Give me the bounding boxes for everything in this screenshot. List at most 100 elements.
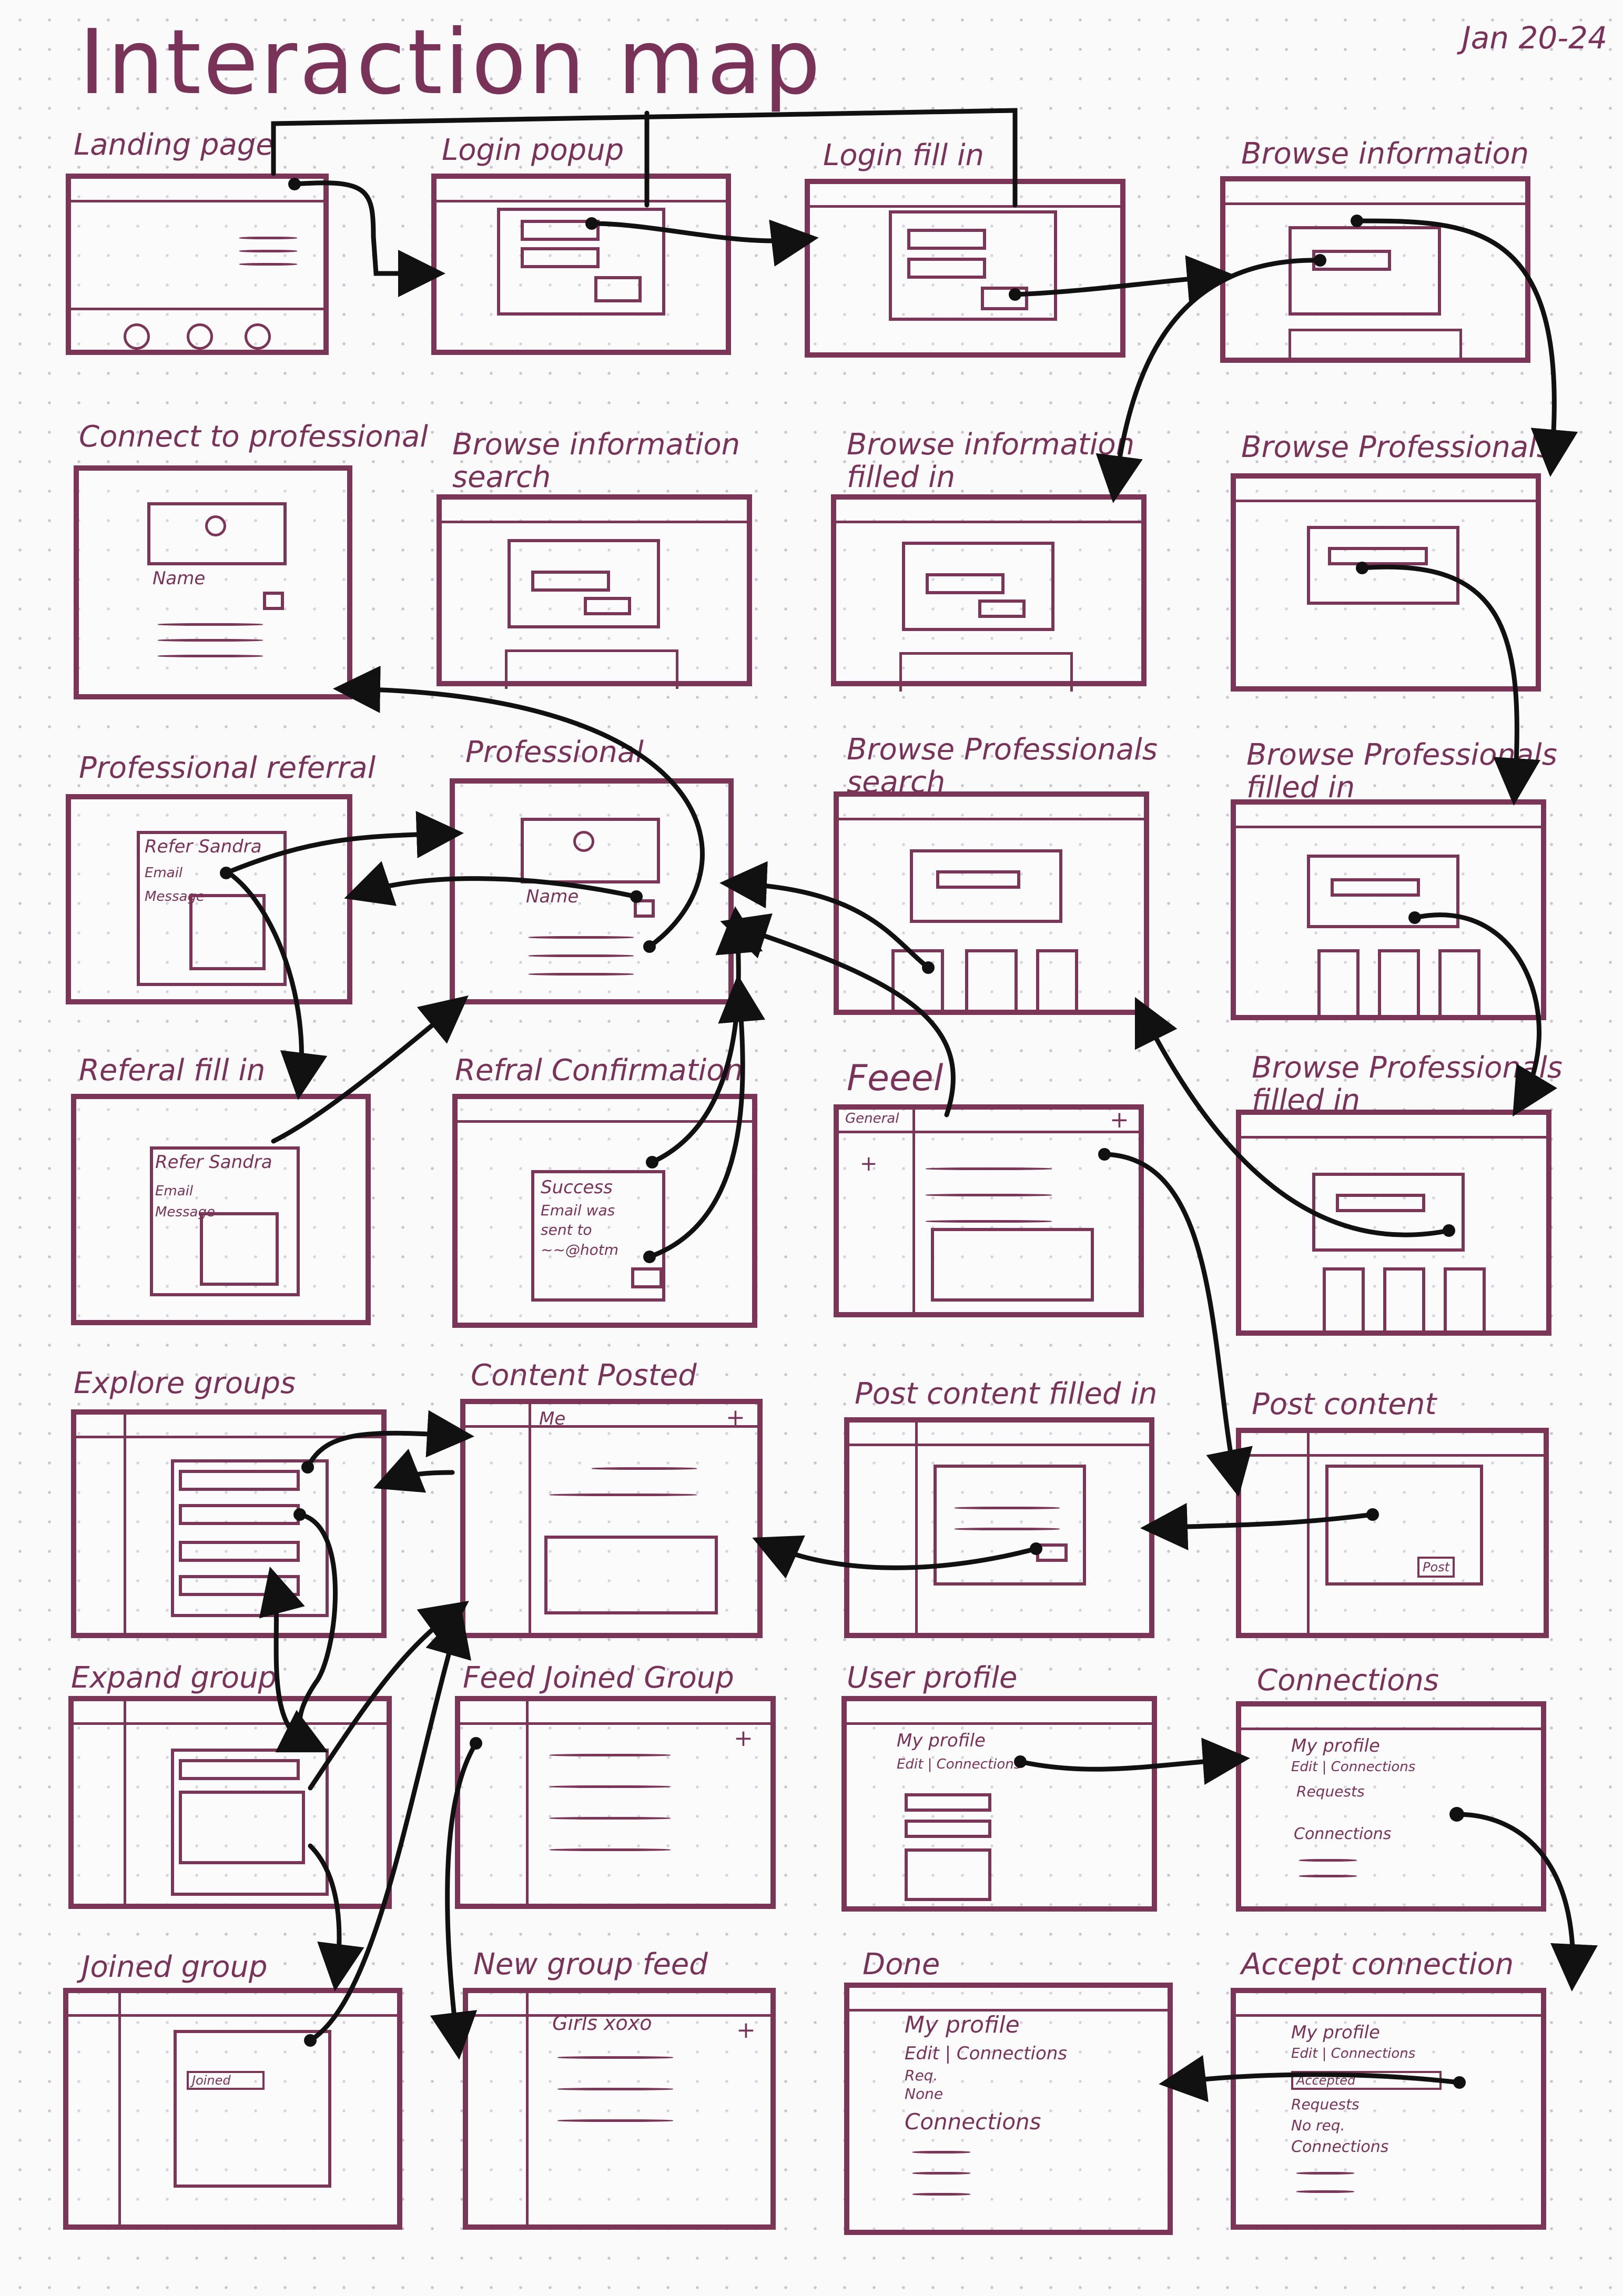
results-card[interactable]: [1438, 949, 1480, 1020]
post-button[interactable]: [1036, 1543, 1068, 1562]
search-panel: [1307, 526, 1459, 605]
frame-header-line: [839, 818, 1144, 820]
add-post-icon[interactable]: +: [734, 1725, 753, 1752]
frame-connections[interactable]: My profile Edit | Connections Requests C…: [1236, 1701, 1546, 1912]
frame-post-content[interactable]: Post: [1236, 1428, 1549, 1638]
frame-referral-fill[interactable]: Refer Sandra Email Message: [71, 1094, 371, 1325]
frame-label-browse-pros-filled2: Browse Professionals filled in: [1252, 1051, 1563, 1117]
frame-login-fill[interactable]: [805, 179, 1125, 358]
frame-expand-group[interactable]: [68, 1696, 392, 1909]
search-input[interactable]: [1331, 878, 1420, 897]
group-row[interactable]: [179, 1759, 300, 1780]
frame-browse-pros-filled[interactable]: [1231, 799, 1546, 1020]
frame-done[interactable]: My profile Edit | Connections Req. None …: [844, 1983, 1173, 2235]
frame-feed-joined-group[interactable]: +: [455, 1696, 776, 1909]
message-field[interactable]: [200, 1212, 279, 1286]
search-input[interactable]: [1336, 1194, 1425, 1212]
frame-browse-info-search[interactable]: [437, 494, 752, 689]
search-input[interactable]: [1328, 547, 1428, 565]
group-row-expanded[interactable]: [179, 1791, 305, 1864]
frame-label-pro-referral: Professional referral: [79, 751, 376, 785]
post-button[interactable]: Post: [1417, 1557, 1455, 1578]
frame-accept-connection[interactable]: My profile Edit | Connections Accepted R…: [1231, 1988, 1546, 2230]
add-post-icon[interactable]: +: [726, 1404, 745, 1431]
frame-referral-confirmation[interactable]: Success Email was sent to ~~@hotm: [452, 1094, 757, 1328]
frame-feed[interactable]: General + +: [834, 1104, 1144, 1317]
results-card[interactable]: [1323, 1267, 1365, 1336]
frame-header-line: [465, 1425, 757, 1428]
results-card[interactable]: [965, 949, 1018, 1015]
search-input[interactable]: [926, 573, 1005, 594]
requests-heading: Req.: [905, 2067, 938, 2084]
results-card[interactable]: [1036, 949, 1078, 1015]
frame-browse-information[interactable]: [1220, 176, 1530, 363]
general-channel[interactable]: General: [845, 1111, 899, 1126]
message-field[interactable]: [189, 894, 266, 970]
profile-tabs[interactable]: Edit | Connections: [905, 2043, 1068, 2064]
joined-badge[interactable]: Joined: [187, 2071, 265, 2090]
professional-name: Name: [153, 568, 206, 589]
frame-header-line: [836, 521, 1141, 523]
accepted-badge[interactable]: Accepted: [1291, 2071, 1442, 2090]
group-row[interactable]: [179, 1504, 300, 1525]
frame-browse-pros-search[interactable]: [834, 791, 1149, 1015]
group-row[interactable]: [179, 1470, 300, 1491]
frame-professional[interactable]: Name: [450, 778, 734, 1004]
search-button[interactable]: [978, 600, 1026, 618]
frame-user-profile[interactable]: My profile Edit | Connections: [841, 1696, 1157, 1912]
search-panel: [902, 542, 1054, 631]
group-row[interactable]: [179, 1541, 300, 1562]
frame-label-login-popup: Login popup: [442, 133, 624, 167]
referral-title: Refer Sandra: [155, 1152, 272, 1173]
results-card[interactable]: [1383, 1267, 1425, 1336]
frame-header-line: [1241, 1136, 1546, 1139]
profile-bio[interactable]: [905, 1848, 991, 1901]
login-button[interactable]: [981, 287, 1028, 310]
add-post-icon[interactable]: +: [736, 2017, 756, 2044]
profile-tabs[interactable]: Edit | Connections: [897, 1756, 1021, 1772]
page-title: Interaction map: [79, 11, 823, 115]
results-card[interactable]: [1317, 949, 1360, 1020]
frame-content-posted[interactable]: Me +: [460, 1399, 763, 1638]
referral-dialog: [150, 1146, 300, 1296]
frame-landing-page[interactable]: [66, 174, 329, 355]
frame-professional-referral[interactable]: Refer Sandra Email Message: [66, 794, 352, 1004]
connect-checkbox[interactable]: [263, 592, 284, 610]
connect-checkbox[interactable]: [634, 899, 655, 918]
frame-browse-pros-filled-2[interactable]: [1236, 1110, 1551, 1336]
profile-tabs[interactable]: Edit | Connections: [1291, 2046, 1416, 2061]
frame-explore-groups[interactable]: [71, 1409, 387, 1638]
password-field[interactable]: [521, 247, 600, 268]
frame-new-group-feed[interactable]: Girls xoxo +: [463, 1988, 776, 2230]
search-input[interactable]: [531, 571, 610, 592]
frame-label-done: Done: [863, 1947, 940, 1982]
login-button[interactable]: [594, 276, 642, 302]
search-panel: [508, 539, 660, 628]
profile-field[interactable]: [905, 1793, 991, 1812]
profile-tabs[interactable]: Edit | Connections: [1291, 1759, 1416, 1775]
email-field[interactable]: [521, 220, 600, 241]
frame-label-connections: Connections: [1257, 1663, 1439, 1698]
frame-connect-professional[interactable]: Name: [74, 465, 352, 699]
search-input[interactable]: [936, 870, 1020, 889]
add-channel-icon[interactable]: +: [860, 1152, 878, 1176]
search-input[interactable]: [1312, 250, 1391, 271]
email-field[interactable]: [907, 229, 986, 250]
close-button[interactable]: [631, 1267, 663, 1288]
results-card[interactable]: [891, 949, 944, 1015]
frame-joined-group[interactable]: Joined: [63, 1988, 402, 2230]
results-card[interactable]: [1378, 949, 1420, 1020]
my-profile-heading: My profile: [905, 2011, 1020, 2038]
search-button[interactable]: [584, 597, 631, 615]
add-post-icon[interactable]: +: [1110, 1106, 1129, 1133]
frame-browse-professionals[interactable]: [1231, 473, 1541, 692]
frame-label-login-fill: Login fill in: [823, 138, 985, 172]
frame-header-line: [442, 521, 747, 523]
password-field[interactable]: [907, 258, 986, 279]
frame-post-content-filled[interactable]: [844, 1417, 1154, 1638]
group-row[interactable]: [179, 1575, 300, 1596]
results-card[interactable]: [1444, 1267, 1486, 1336]
frame-login-popup[interactable]: [431, 174, 731, 355]
profile-field[interactable]: [905, 1820, 991, 1838]
frame-browse-info-filled[interactable]: [831, 494, 1147, 692]
